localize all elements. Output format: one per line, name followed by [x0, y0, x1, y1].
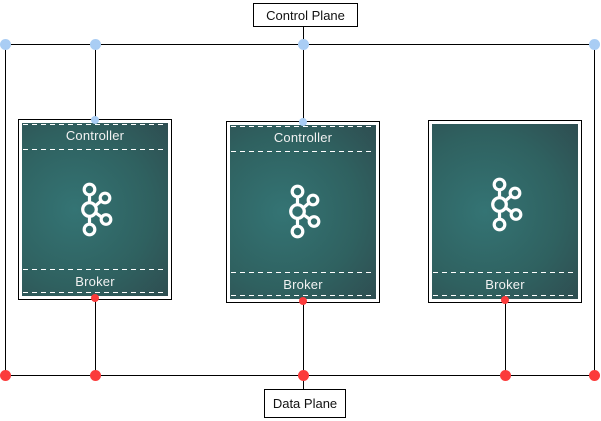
controller-section-label: Controller — [65, 128, 125, 143]
right-edge-line — [594, 44, 595, 376]
node1-broker-link-line — [95, 299, 96, 376]
node2-broker-link-line — [303, 301, 304, 376]
node1-top-divider — [23, 124, 167, 125]
node1-bottom-divider — [23, 292, 167, 293]
kafka-logo-icon — [491, 177, 523, 231]
data-plane-port-dot — [90, 370, 101, 381]
control-plane-label-text: Control Plane — [266, 7, 345, 23]
data-plane-port-dot — [589, 370, 600, 381]
broker-section-label: Broker — [283, 277, 323, 292]
broker-section-label: Broker — [75, 274, 115, 289]
node3-broker-anchor-dot — [501, 296, 509, 304]
node3-bottom-divider — [433, 295, 577, 296]
control-plane-port-dot — [0, 39, 11, 50]
node3-broker-divider — [433, 272, 577, 273]
data-plane-label: Data Plane — [264, 389, 346, 418]
node1-controller-link-line — [95, 44, 96, 120]
kafka-node-3: Broker — [428, 120, 582, 303]
data-plane-label-text: Data Plane — [272, 396, 338, 411]
node1-controller-divider — [23, 149, 167, 150]
node2-bottom-divider — [231, 295, 375, 296]
control-plane-port-dot — [90, 39, 101, 50]
kafka-logo-icon — [289, 184, 321, 239]
kafka-logo-icon — [81, 182, 113, 236]
control-plane-port-dot — [589, 39, 600, 50]
node2-broker-anchor-dot — [299, 297, 307, 305]
control-plane-label: Control Plane — [253, 3, 358, 27]
node3-broker-link-line — [505, 301, 506, 376]
node2-broker-divider — [231, 272, 375, 273]
left-edge-line — [5, 44, 6, 376]
node2-controller-divider — [231, 151, 375, 152]
node1-broker-anchor-dot — [91, 294, 99, 302]
data-plane-port-dot — [500, 370, 511, 381]
kafka-node-1: Controller Broker — [18, 119, 172, 300]
controller-section-label: Controller — [273, 130, 333, 145]
data-plane-stem-line — [303, 375, 304, 390]
control-plane-stem-line — [303, 27, 304, 122]
control-plane-port-dot — [298, 39, 309, 50]
data-plane-port-dot — [298, 370, 309, 381]
data-plane-port-dot — [0, 370, 11, 381]
node1-controller-anchor-dot — [91, 116, 99, 124]
kafka-node-2: Controller Broker — [226, 121, 380, 303]
node2-top-divider — [231, 126, 375, 127]
node2-controller-anchor-dot — [299, 118, 307, 126]
node1-broker-divider — [23, 269, 167, 270]
broker-section-label: Broker — [485, 277, 525, 292]
